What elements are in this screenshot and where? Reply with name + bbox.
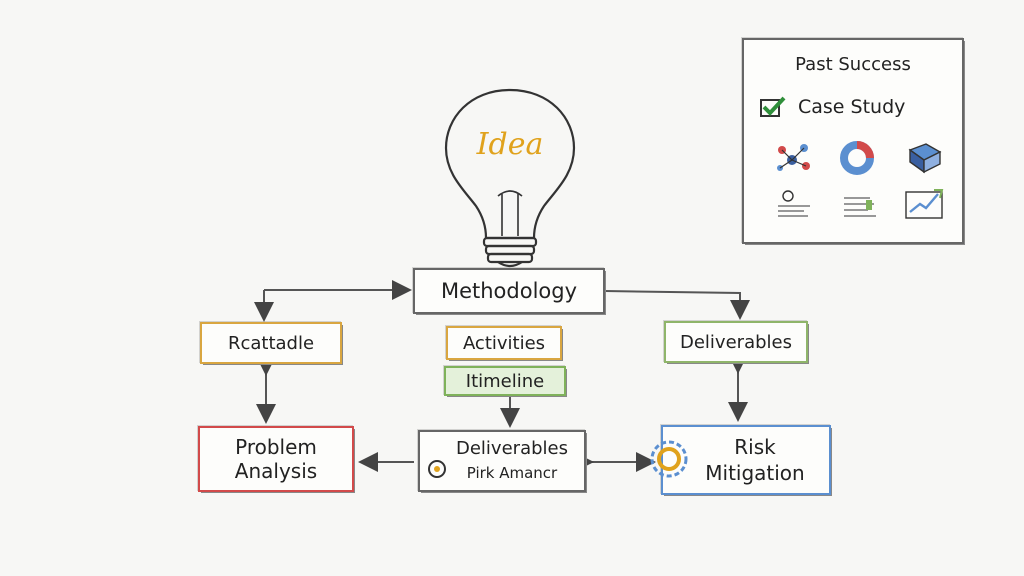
timeline-label: Itimeline [465, 370, 545, 392]
center-label-line2: Pirk Amancr [466, 464, 558, 482]
risk-label-line1: Risk [734, 435, 776, 459]
rcattadle-label: Rcattadle [227, 332, 315, 354]
deliverables-label: Deliverables [680, 331, 792, 353]
timeline-box: Itimeline [444, 366, 566, 396]
donut-chart-icon [840, 141, 874, 175]
methodology-label: Methodology [440, 279, 578, 303]
line-chart-icon [905, 189, 944, 219]
activities-label: Activities [462, 332, 546, 354]
problem-label-line2: Analysis [234, 459, 318, 483]
risk-mitigation-box: Risk Mitigation [650, 425, 831, 495]
center-label-line1: Deliverables [456, 438, 568, 459]
deliverables-risk-box: Deliverables Pirk Amancr [418, 430, 586, 492]
network-icon [777, 144, 810, 171]
methodology-box: Methodology [413, 268, 605, 314]
past-success-title: Past Success [795, 54, 911, 75]
activities-box: Activities [446, 326, 562, 360]
bar-list-icon [844, 197, 876, 217]
problem-label-line1: Problem [235, 435, 317, 459]
idea-text: Idea [476, 127, 544, 162]
case-study-row: Case Study [760, 96, 905, 118]
cube-icon [908, 143, 942, 174]
checkmark-icon [760, 96, 786, 117]
gear-icon [428, 460, 446, 478]
deliverables-box: Deliverables [664, 321, 808, 363]
past-success-panel: Past Success Case Study [742, 38, 964, 244]
case-study-label: Case Study [798, 96, 906, 118]
lightbulb-icon: Idea [444, 88, 576, 268]
problem-analysis-box: Problem Analysis [198, 426, 354, 492]
rcattadle-box: Rcattadle [200, 322, 342, 364]
gear-icon [650, 440, 688, 478]
risk-label-line2: Mitigation [705, 461, 805, 485]
document-search-icon [778, 190, 810, 217]
